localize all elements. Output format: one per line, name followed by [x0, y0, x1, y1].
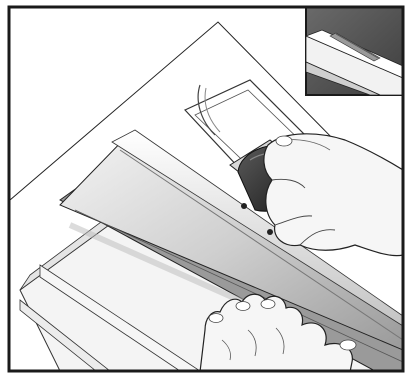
cutter-screw-icon — [241, 203, 247, 209]
inset-detail — [306, 7, 403, 95]
thumbnail — [276, 136, 292, 146]
